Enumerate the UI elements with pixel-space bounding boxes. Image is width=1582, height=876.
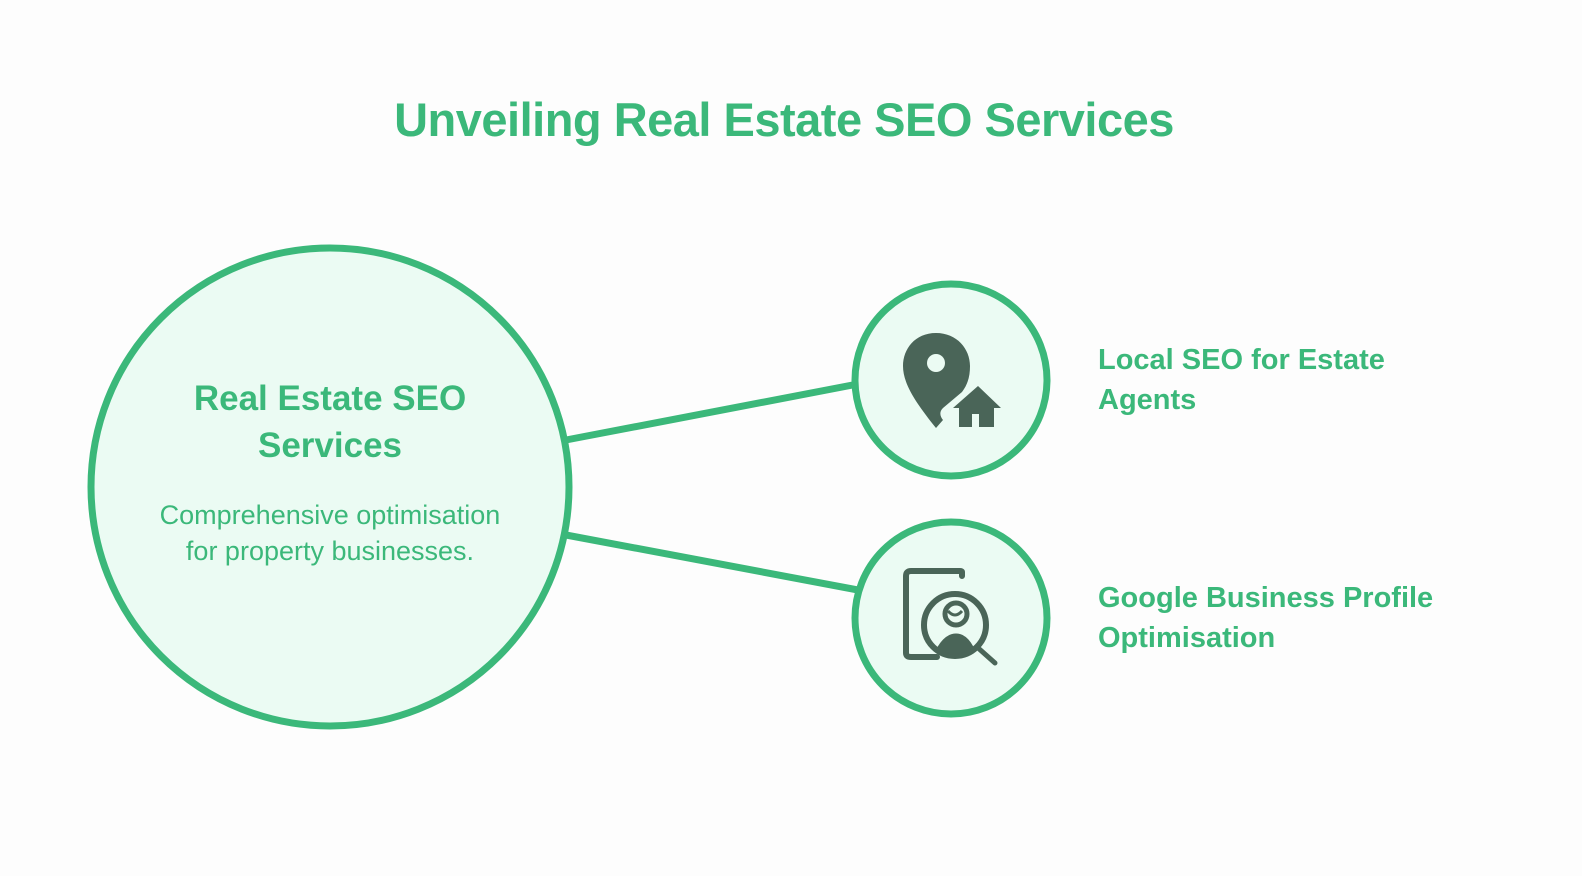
center-node: Real Estate SEO Services Comprehensive o… [150,375,510,569]
connector-line-1 [565,380,859,444]
branch-node-circle-2 [851,518,1051,718]
location-pin-house-icon [903,333,1001,428]
branch-label-google-business-profile: Google Business Profile Optimisation [1098,582,1434,654]
connector-line-2 [565,531,859,594]
center-node-circle [87,244,573,730]
profile-search-icon [903,568,998,666]
diagram-title: Unveiling Real Estate SEO Services [394,93,1174,146]
center-node-description: Comprehensive optimisation for property … [159,500,501,566]
center-node-title: Real Estate SEO Services [193,379,467,465]
branch-label-local-seo: Local SEO for Estate Agents [1098,344,1385,416]
